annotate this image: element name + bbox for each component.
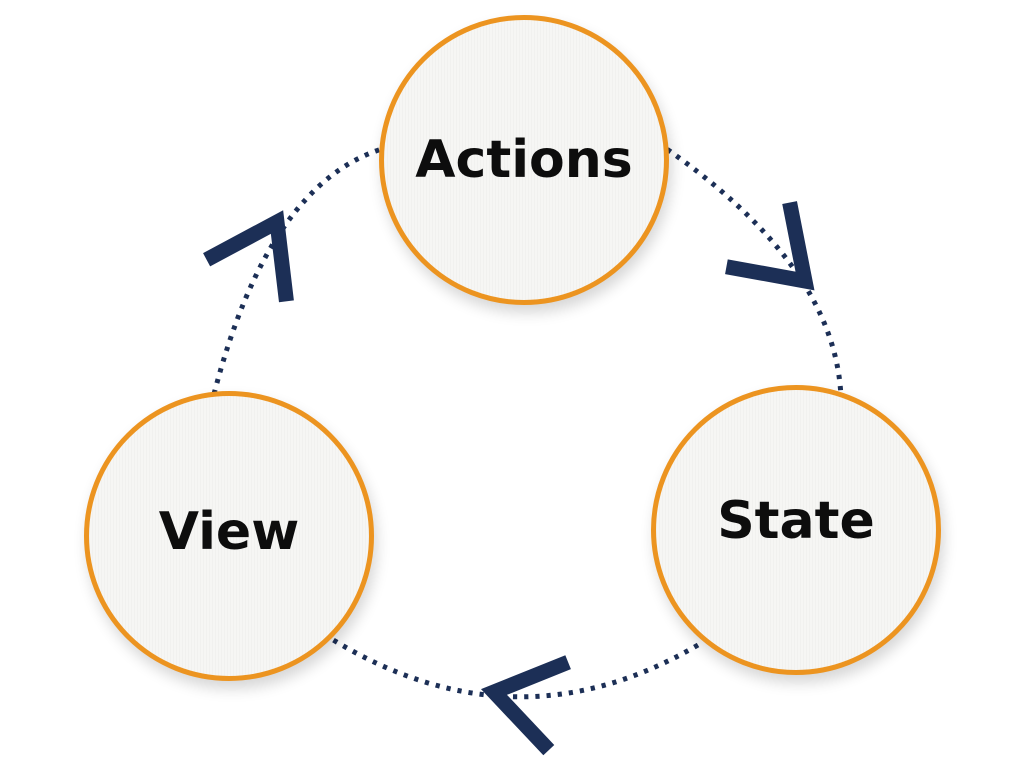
arc-view-to-actions xyxy=(211,145,386,395)
arrowhead-actions-to-state-icon xyxy=(725,201,815,291)
node-actions-label: Actions xyxy=(415,130,633,190)
arrowhead-view-to-actions-icon xyxy=(203,210,294,303)
node-state: State xyxy=(651,385,941,675)
node-view-label: View xyxy=(158,502,300,562)
arc-state-to-view xyxy=(328,635,700,700)
node-actions: Actions xyxy=(379,15,669,305)
node-state-label: State xyxy=(717,491,875,551)
arrowhead-state-to-view-icon xyxy=(480,655,571,756)
node-view: View xyxy=(84,391,374,681)
